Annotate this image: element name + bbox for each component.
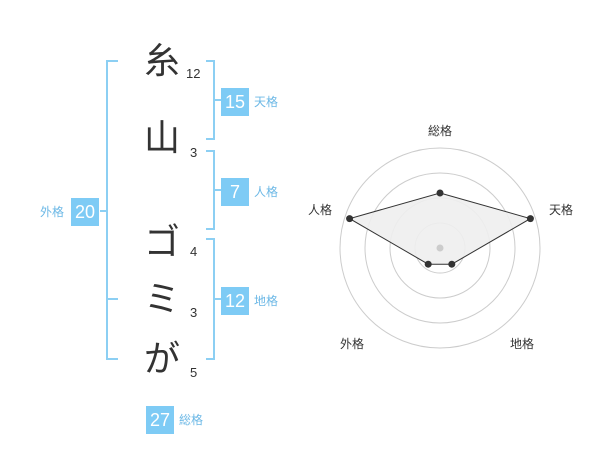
- radar-axis-label-gaikaku: 外格: [340, 337, 365, 351]
- name-char-1: 糸: [143, 41, 180, 82]
- name-char-2: 山: [143, 118, 180, 159]
- gaikaku-label: 外格: [40, 205, 65, 219]
- stroke-count-2: 3: [190, 145, 198, 160]
- radar-point-2: [526, 215, 534, 223]
- radar-point-3: [448, 260, 456, 268]
- jinkaku-value-badge: 7: [221, 178, 249, 206]
- gaikaku-bracket-tick: [100, 210, 106, 212]
- jinkaku-bracket: [206, 150, 215, 230]
- stroke-count-1: 12: [186, 66, 201, 81]
- tenkaku-label: 天格: [254, 95, 279, 109]
- radar-axis-label-soukaku: 総格: [428, 124, 453, 138]
- tenkaku-bracket-tick: [215, 99, 221, 101]
- chikaku-value-badge: 12: [221, 287, 249, 315]
- tenkaku-bracket: [206, 60, 215, 140]
- jinkaku-bracket-tick: [215, 189, 221, 191]
- radar-points: [346, 189, 534, 268]
- radar-polygon: [348, 192, 532, 265]
- radar-ring: [364, 172, 516, 324]
- radar-point-1: [436, 189, 444, 197]
- radar-axis-label-tenkaku: 天格: [549, 203, 574, 217]
- jinkaku-label: 人格: [254, 185, 279, 199]
- name-char-3: ゴ: [143, 222, 180, 263]
- radar-point-5: [346, 215, 354, 223]
- stroke-count-5: 5: [190, 365, 198, 380]
- name-char-4: ミ: [143, 279, 180, 320]
- soukaku-value-badge: 27: [146, 406, 174, 434]
- radar-point-4: [424, 260, 432, 268]
- name-char-5: が: [143, 339, 180, 380]
- radar-axis-label-chikaku: 地格: [510, 337, 535, 351]
- gaikaku-bracket-split: [106, 298, 118, 300]
- chikaku-bracket: [206, 238, 215, 360]
- radar-axis-label-jinkaku: 人格: [308, 203, 333, 217]
- radar-center-dot: [436, 244, 444, 252]
- gaikaku-value-badge: 20: [71, 198, 99, 226]
- stroke-count-3: 4: [190, 244, 198, 259]
- chikaku-bracket-tick: [215, 298, 221, 300]
- radar-ring: [339, 147, 541, 349]
- chikaku-label: 地格: [254, 294, 279, 308]
- gaikaku-bracket: [106, 60, 118, 360]
- tenkaku-value-badge: 15: [221, 88, 249, 116]
- soukaku-label: 総格: [179, 413, 204, 427]
- stroke-count-4: 3: [190, 305, 198, 320]
